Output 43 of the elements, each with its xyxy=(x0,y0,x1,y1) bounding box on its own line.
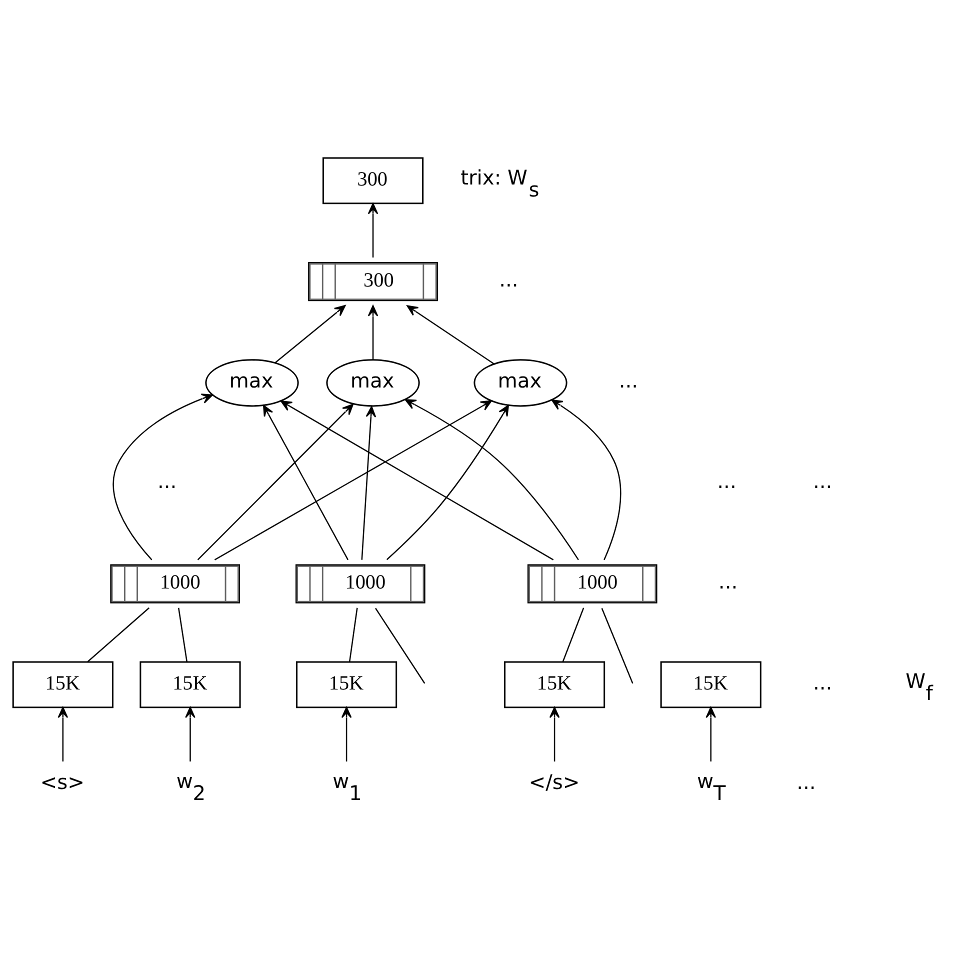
arrow xyxy=(280,400,554,560)
arrow xyxy=(361,406,376,560)
node-box: 15K xyxy=(140,661,241,708)
connector xyxy=(601,608,634,684)
node-box: 15K xyxy=(504,661,606,708)
label: ... xyxy=(618,368,638,393)
node-box: 15K xyxy=(660,661,762,708)
arrow xyxy=(214,400,492,560)
arrow xyxy=(368,203,378,258)
arrow xyxy=(263,404,349,560)
label: ... xyxy=(717,468,736,493)
node-box: 15K xyxy=(296,661,398,708)
connector xyxy=(349,608,358,662)
arrow xyxy=(197,404,354,560)
label: ... xyxy=(796,770,816,794)
node-text: </s> xyxy=(528,770,580,794)
node-box: 300 xyxy=(322,157,424,204)
arrow xyxy=(386,404,509,560)
arrow xyxy=(551,399,622,560)
label: ... xyxy=(157,468,177,493)
connector xyxy=(87,607,150,662)
arrow xyxy=(404,399,579,560)
label: ... xyxy=(718,570,738,594)
connector xyxy=(178,608,188,662)
node-text: <s> xyxy=(40,770,84,794)
arrow xyxy=(549,706,560,762)
connector xyxy=(562,608,584,662)
arrow xyxy=(341,706,352,762)
connector xyxy=(375,608,426,684)
label: ... xyxy=(812,670,832,694)
label: ... xyxy=(812,468,832,493)
node-ellipse: max xyxy=(474,359,568,407)
arrow xyxy=(185,706,196,762)
arrow xyxy=(112,394,213,560)
arrow xyxy=(274,305,346,364)
node-ellipse: max xyxy=(205,359,299,407)
node-ellipse: max xyxy=(326,359,420,407)
label: ... xyxy=(499,267,518,292)
arrow xyxy=(368,305,378,360)
arrow xyxy=(706,706,716,762)
node-box: 15K xyxy=(12,661,114,708)
arrow xyxy=(58,706,68,762)
arrow xyxy=(406,305,494,364)
